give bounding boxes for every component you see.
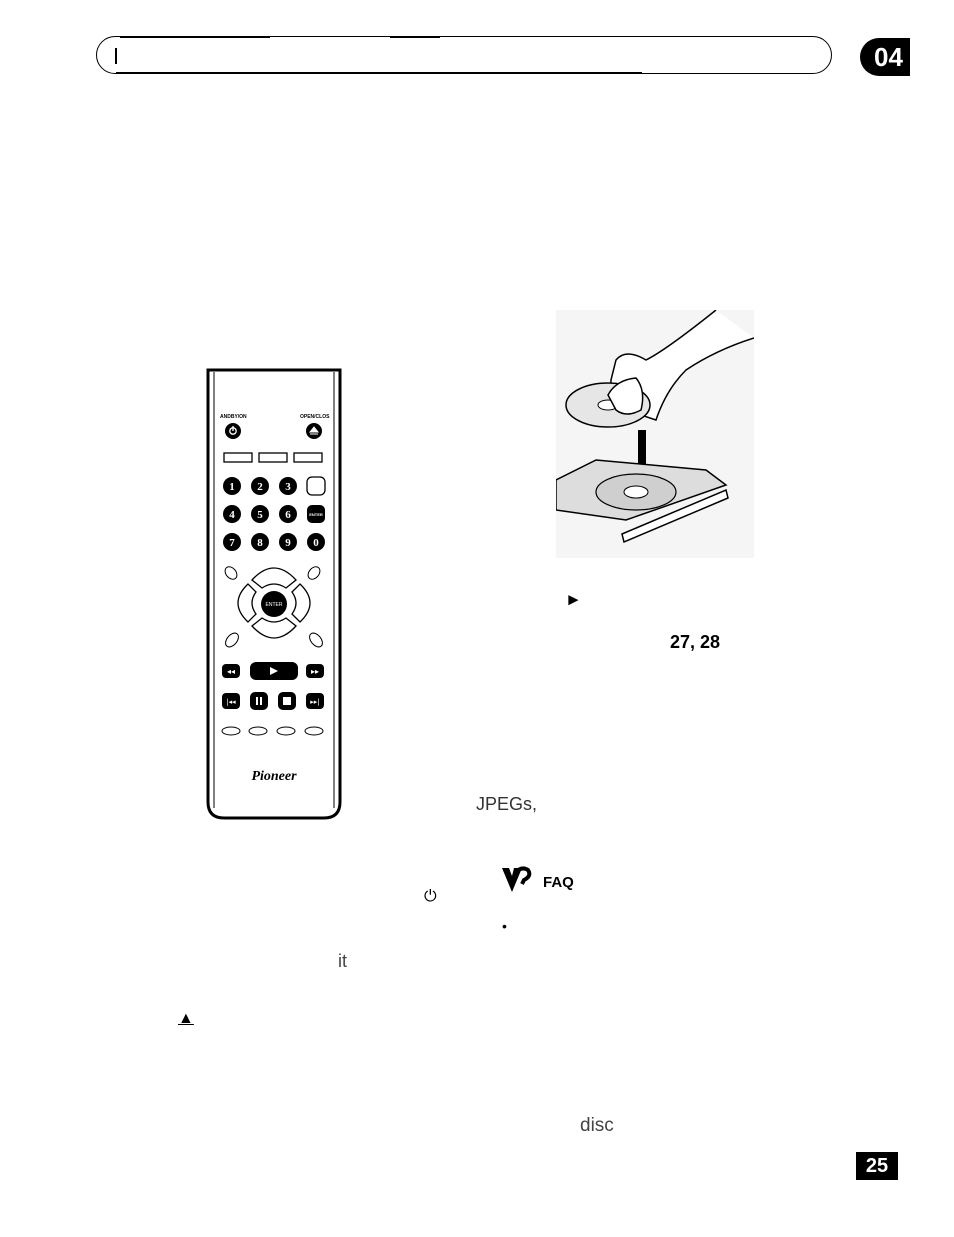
svg-text:▸▸: ▸▸	[311, 667, 319, 676]
key-1: 1	[229, 481, 235, 493]
standby-label: ANDBY/ON	[220, 414, 247, 420]
svg-text:◂◂: ◂◂	[227, 667, 235, 676]
svg-text:▸▸|: ▸▸|	[310, 698, 319, 706]
page-reference: 27, 28	[670, 632, 721, 652]
faq-label: FAQ	[543, 874, 574, 891]
power-symbol: ⏻	[424, 888, 437, 905]
header-tick	[115, 48, 117, 64]
key-7: 7	[229, 537, 235, 549]
key-6: 6	[285, 509, 291, 521]
disc-loading-illustration	[556, 310, 754, 558]
chapter-header-frame	[96, 36, 832, 74]
key-4: 4	[229, 509, 235, 521]
enter-small-label: ENTER	[309, 512, 323, 517]
key-2: 2	[257, 481, 263, 493]
play-symbol: ►	[565, 590, 582, 609]
it-word: it	[338, 951, 347, 971]
remote-control-illustration: ANDBY/ON OPEN/CLOS 1 2 3 4 5 6 ENTER 7 8…	[206, 368, 342, 820]
disc-word: disc	[580, 1115, 614, 1136]
jpegs-text: JPEGs,	[476, 794, 538, 814]
page-number: 25	[856, 1152, 898, 1180]
key-3: 3	[285, 481, 291, 493]
pioneer-logo: Pioneer	[251, 769, 297, 784]
svg-text:|◂◂: |◂◂	[226, 698, 236, 706]
chapter-number-badge: 04	[860, 38, 910, 76]
key-9: 9	[285, 537, 291, 549]
enter-button-icon	[261, 591, 287, 617]
key-0: 0	[313, 537, 319, 549]
faq-icon	[502, 866, 532, 892]
eject-symbol: ▲	[178, 1010, 194, 1027]
header-rule-bottom	[116, 72, 642, 74]
header-rule-top-2	[390, 36, 440, 38]
key-5: 5	[257, 509, 263, 521]
header-rule-top	[120, 36, 270, 38]
key-8: 8	[257, 537, 263, 549]
bullet-point: •	[502, 918, 507, 934]
open-close-label: OPEN/CLOS	[300, 414, 330, 420]
enter-label: ENTER	[266, 602, 283, 608]
